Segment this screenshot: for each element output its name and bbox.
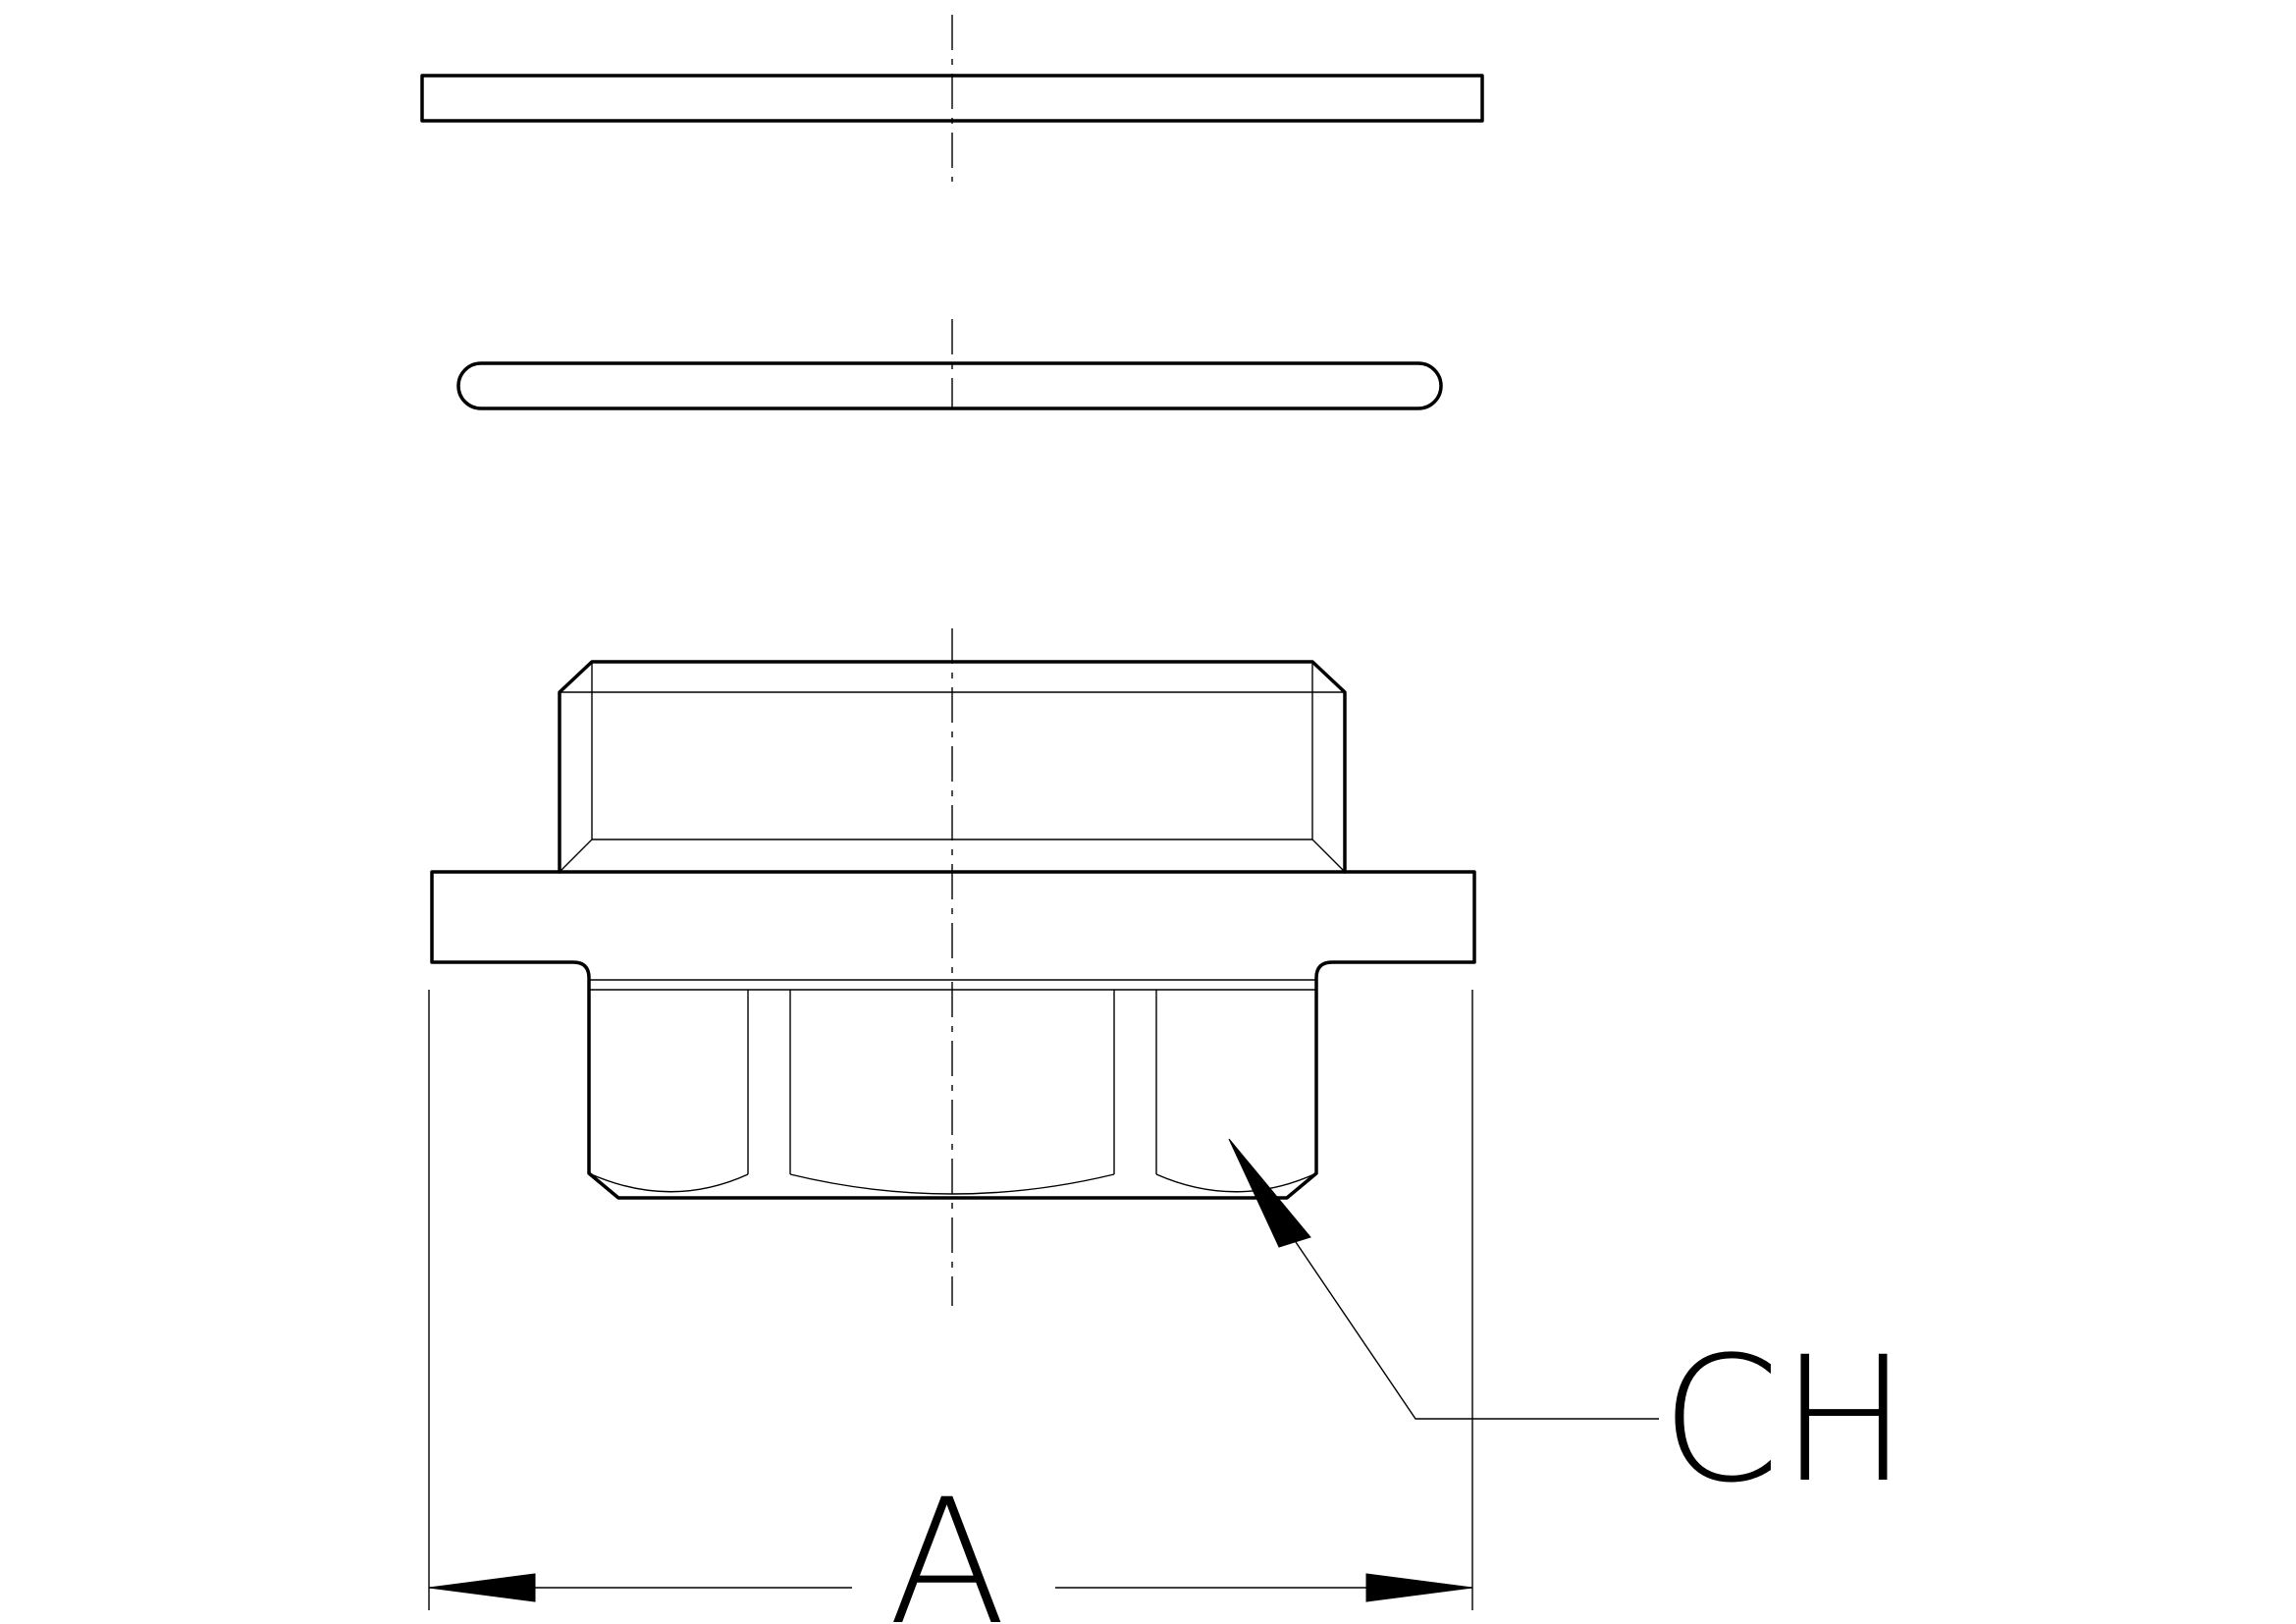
o-ring-gasket (456, 319, 1443, 410)
hex-plug (430, 628, 1476, 1306)
overall-width-label: A (888, 1462, 1006, 1624)
ch-leader: CH (1228, 1138, 1908, 1521)
hex-size-label: CH (1661, 1320, 1908, 1521)
dimension-a: A (428, 990, 1473, 1624)
flat-washer (420, 15, 1484, 182)
